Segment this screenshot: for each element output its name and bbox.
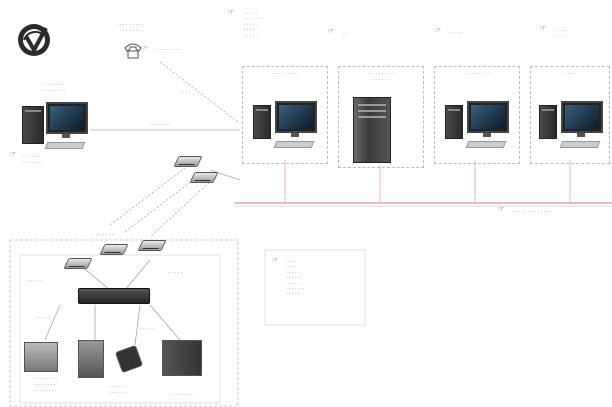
modem-tag-label: · · · · · · · · · [154,47,182,53]
top-legend-item: · · · · · [244,33,257,39]
phone-icon [124,43,142,59]
modem-device [99,244,129,255]
modem-diagonal-link [159,61,239,123]
station-tag: · · · · [450,30,462,36]
company-logo-icon [18,24,50,56]
modem-chain-1 [109,167,186,226]
panel-1: · · · · · · · · · [242,66,328,164]
bottom-cluster-outline [9,239,239,407]
device-panel-1 [24,342,58,372]
tag-marker-icon: ☞ [10,150,17,158]
modem-cluster-label: · · · · · · [96,232,114,238]
workstation-label: · · · · · · · · · · · · · · · [41,82,65,94]
mid-list-item: · · · · [286,260,297,265]
panel-4: · · · · [530,66,610,164]
device-label: · · · · · · · · [170,392,195,398]
network-tag: · · · · · · · · · · · · · [512,209,552,215]
modem-device [173,156,203,167]
modem-device [63,258,93,269]
mid-list-item: · · · · · [286,270,299,276]
panel-title: · · · · · · · · · [271,71,299,77]
top-label: · · · · · · · · · · · · · · [116,22,144,34]
tag-marker-icon: ☞ [498,205,505,213]
diag-link-label: · · · · [179,90,191,96]
top-legend-item: · · · · · [244,12,257,17]
network-switch [78,288,150,304]
mid-list-item: · · · · [286,265,297,271]
cluster-line-e [134,304,141,346]
port-label: · · · · · [139,326,155,332]
top-legend-item: · · · · · · · [244,17,263,23]
panel-title: · · · · [564,71,576,77]
switch-label-right: · · · · · [167,270,183,276]
tag-marker-icon: ☞ [228,8,235,16]
device-label: · · · · · · · · · · · · [108,384,126,396]
mid-list: · · · · · · · · · · · · · · · · · · · · … [286,260,305,298]
top-legend-list: · · · · · · · · · · · · · · · · · · · · … [244,12,263,39]
top-link-label: · · · · · · · [149,122,171,128]
workstation-tag: · · · · · · · · · · · · · [22,154,43,166]
modem-device [137,240,167,251]
top-legend-side-tag: · · [342,31,347,37]
switch-label-left: · · · · · [27,278,43,284]
top-legend-item: · · · · · [244,22,257,28]
mid-list-item: · · · · · · [286,276,302,282]
mid-list-item: · · · · · · · [286,287,305,293]
mid-list-item: · · · · · · [286,281,302,287]
cluster-line-f [149,304,181,341]
tag-marker-icon: ☞ [435,26,442,34]
panel-2: · · · · · · · · · · · · · · [338,66,424,168]
modem-device [189,172,219,183]
device-label: · · · · · · · · · · · · · · · · · · · · … [33,376,57,394]
device-panel-2 [78,340,104,378]
modem-chain-2 [124,174,201,233]
cluster-line-a [79,264,111,291]
cluster-line-c [44,304,61,341]
modem-chain-3 [149,179,213,238]
mid-list-outline [264,249,366,326]
station-tag: · · · · · · · · [554,28,566,40]
top-legend-item: · · · · [244,28,255,34]
cluster-line-b [124,259,151,291]
panel-title: · · · · · · · · [465,71,489,77]
server-tower [353,97,391,163]
tag-marker-icon: ☞ [142,44,149,52]
tag-marker-icon: ☞ [328,27,335,35]
device-cabinet [162,340,202,376]
mid-list-item: · · · · · [286,292,299,298]
panel-3: · · · · · · · · [434,66,520,164]
panel-title: · · · · · · · · · · · · · · [369,71,393,83]
port-label: · · · · · [35,315,51,321]
tag-marker-icon: ☞ [272,256,279,264]
bottom-cluster-inner [19,254,221,404]
tag-marker-icon: ☞ [540,24,547,32]
